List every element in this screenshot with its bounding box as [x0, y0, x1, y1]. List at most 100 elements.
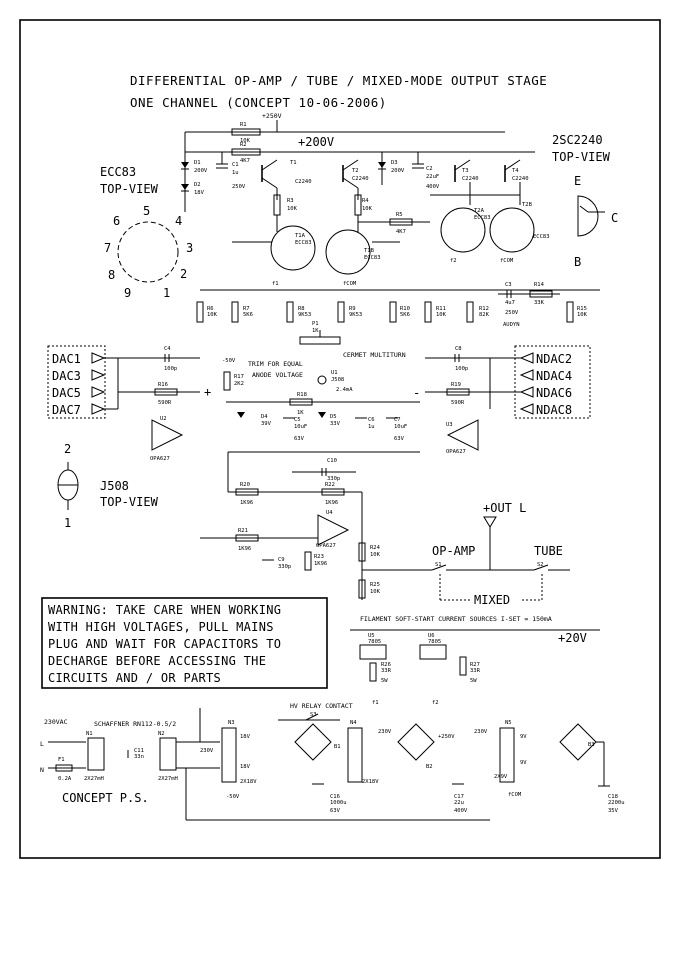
r3-value: 10K [287, 206, 298, 212]
n1-value: 2X27mH [84, 776, 104, 782]
n5-primary-voltage: 230V [474, 729, 488, 735]
ps-neg50-label: -50V [226, 794, 240, 800]
ecc83-pin-5: 5 [143, 204, 150, 218]
trim-label-1: TRIM FOR EQUAL [248, 360, 303, 368]
resistor-r2 [231, 148, 261, 156]
s2-label: S2 [537, 562, 544, 568]
u4-ref: U4 [326, 510, 333, 516]
t1b-value: ECC83 [364, 255, 381, 261]
r25-value: 10K [370, 589, 381, 595]
transistor-view-subtitle: TOP-VIEW [552, 150, 611, 164]
trim-label-2: ANODE VOLTAGE [252, 371, 303, 379]
dac-input-box [47, 345, 106, 419]
r15-ref: R15 [577, 306, 587, 312]
b1-ref: B1 [334, 744, 341, 750]
b2-ref: B2 [426, 764, 433, 770]
u5-ref: U5 [368, 633, 375, 639]
c9-value: 330p [278, 564, 291, 570]
c18-voltage: 35V [608, 808, 619, 814]
r27-value: 33R [470, 668, 481, 674]
t1b-ref: T1B [364, 248, 375, 254]
r17-ref: R17 [234, 374, 244, 380]
t2a-value: ECC83 [474, 215, 491, 221]
c6-ref: C6 [368, 417, 375, 423]
c5-value: 10uF [294, 424, 307, 430]
f1-ref: F1 [58, 757, 65, 763]
t2b-ref: T2B [522, 202, 533, 208]
n4-ref: N4 [350, 720, 357, 726]
r18-ref: R18 [297, 392, 307, 398]
mains-label: 230VAC [44, 718, 68, 726]
c2-voltage: 400V [426, 184, 440, 190]
relay-s3[interactable] [305, 713, 319, 721]
n3-ref: N3 [228, 720, 235, 726]
r9-ref: R9 [349, 306, 356, 312]
j508-pin-2: 2 [64, 442, 71, 456]
r19-value: 590R [451, 400, 465, 406]
s3-label: S3 [310, 712, 317, 718]
switch-s2[interactable] [533, 564, 549, 571]
t4-ref: T4 [512, 168, 519, 174]
p1-value: 1K [312, 328, 319, 334]
ps-fcom-label: fCOM [508, 792, 522, 798]
r5-value: 4K7 [396, 229, 406, 235]
u1-value: J508 [331, 377, 344, 383]
rail-200v-label: +200V [298, 135, 334, 149]
r11-value: 10K [436, 312, 447, 318]
c17-voltage: 400V [454, 808, 468, 814]
c6-value: 1u [368, 424, 375, 430]
u5-value: 7805 [368, 639, 381, 645]
u2-value: OPA627 [150, 456, 170, 462]
u4-value: OPA627 [316, 543, 336, 549]
sheet-border [19, 19, 661, 859]
c18-value: 2200u [608, 800, 625, 806]
bridge-b2 [397, 723, 435, 761]
warning-line-5: CIRCUITS AND / OR PARTS [48, 671, 221, 685]
r9-value: 9K53 [349, 312, 362, 318]
resistor-r19 [446, 388, 470, 396]
c3-voltage: 250V [505, 310, 519, 316]
c16-voltage: 63V [330, 808, 341, 814]
d3-value: 200V [391, 168, 405, 174]
r4-ref: R4 [362, 198, 369, 204]
t2-ref: T2 [352, 168, 359, 174]
r19-ref: R19 [451, 382, 461, 388]
r24-value: 10K [370, 552, 381, 558]
r18-value: 1K [297, 410, 304, 416]
resistor-r22 [321, 488, 345, 496]
ecc83-pin-9: 9 [124, 286, 131, 300]
r10-ref: R10 [400, 306, 410, 312]
r6-value: 10K [207, 312, 218, 318]
resistor-r1 [231, 128, 261, 136]
ndac8-label: NDAC8 [536, 403, 572, 417]
c10-value: 330p [327, 476, 340, 482]
warning-line-1: WARNING: TAKE CARE WHEN WORKING [48, 603, 281, 617]
resistor-r12 [466, 301, 474, 323]
r20-ref: R20 [240, 482, 250, 488]
c3-value: 4u7 [505, 300, 515, 306]
n5-secondary-a: 9V [520, 734, 527, 740]
ecc83-pin-labels: 5 4 3 2 1 9 8 7 6 [104, 204, 193, 300]
r24-ref: R24 [370, 545, 381, 551]
j508-pin-1: 1 [64, 516, 71, 530]
n5-ref: N5 [505, 720, 512, 726]
r12-ref: R12 [479, 306, 489, 312]
n5-secondary-b: 9V [520, 760, 527, 766]
c5-ref: C5 [294, 417, 301, 423]
u6-filament-label: f2 [432, 700, 439, 706]
c16-value: 1000u [330, 800, 347, 806]
f1-value: 0.2A [58, 776, 72, 782]
switch-s1[interactable] [431, 564, 447, 571]
ecc83-pin-2: 2 [180, 267, 187, 281]
r8-ref: R8 [298, 306, 305, 312]
concept-ps-label: CONCEPT P.S. [62, 791, 149, 805]
ecc83-pinout [117, 221, 179, 283]
r16-ref: R16 [158, 382, 168, 388]
dac3-label: DAC3 [52, 369, 81, 383]
c8-value: 100p [455, 366, 468, 372]
j508-view-subtitle: TOP-VIEW [100, 495, 159, 509]
neg50-label: -50V [222, 358, 236, 364]
r15-value: 10K [577, 312, 588, 318]
warning-line-2: WITH HIGH VOLTAGES, PULL MAINS [48, 620, 274, 634]
